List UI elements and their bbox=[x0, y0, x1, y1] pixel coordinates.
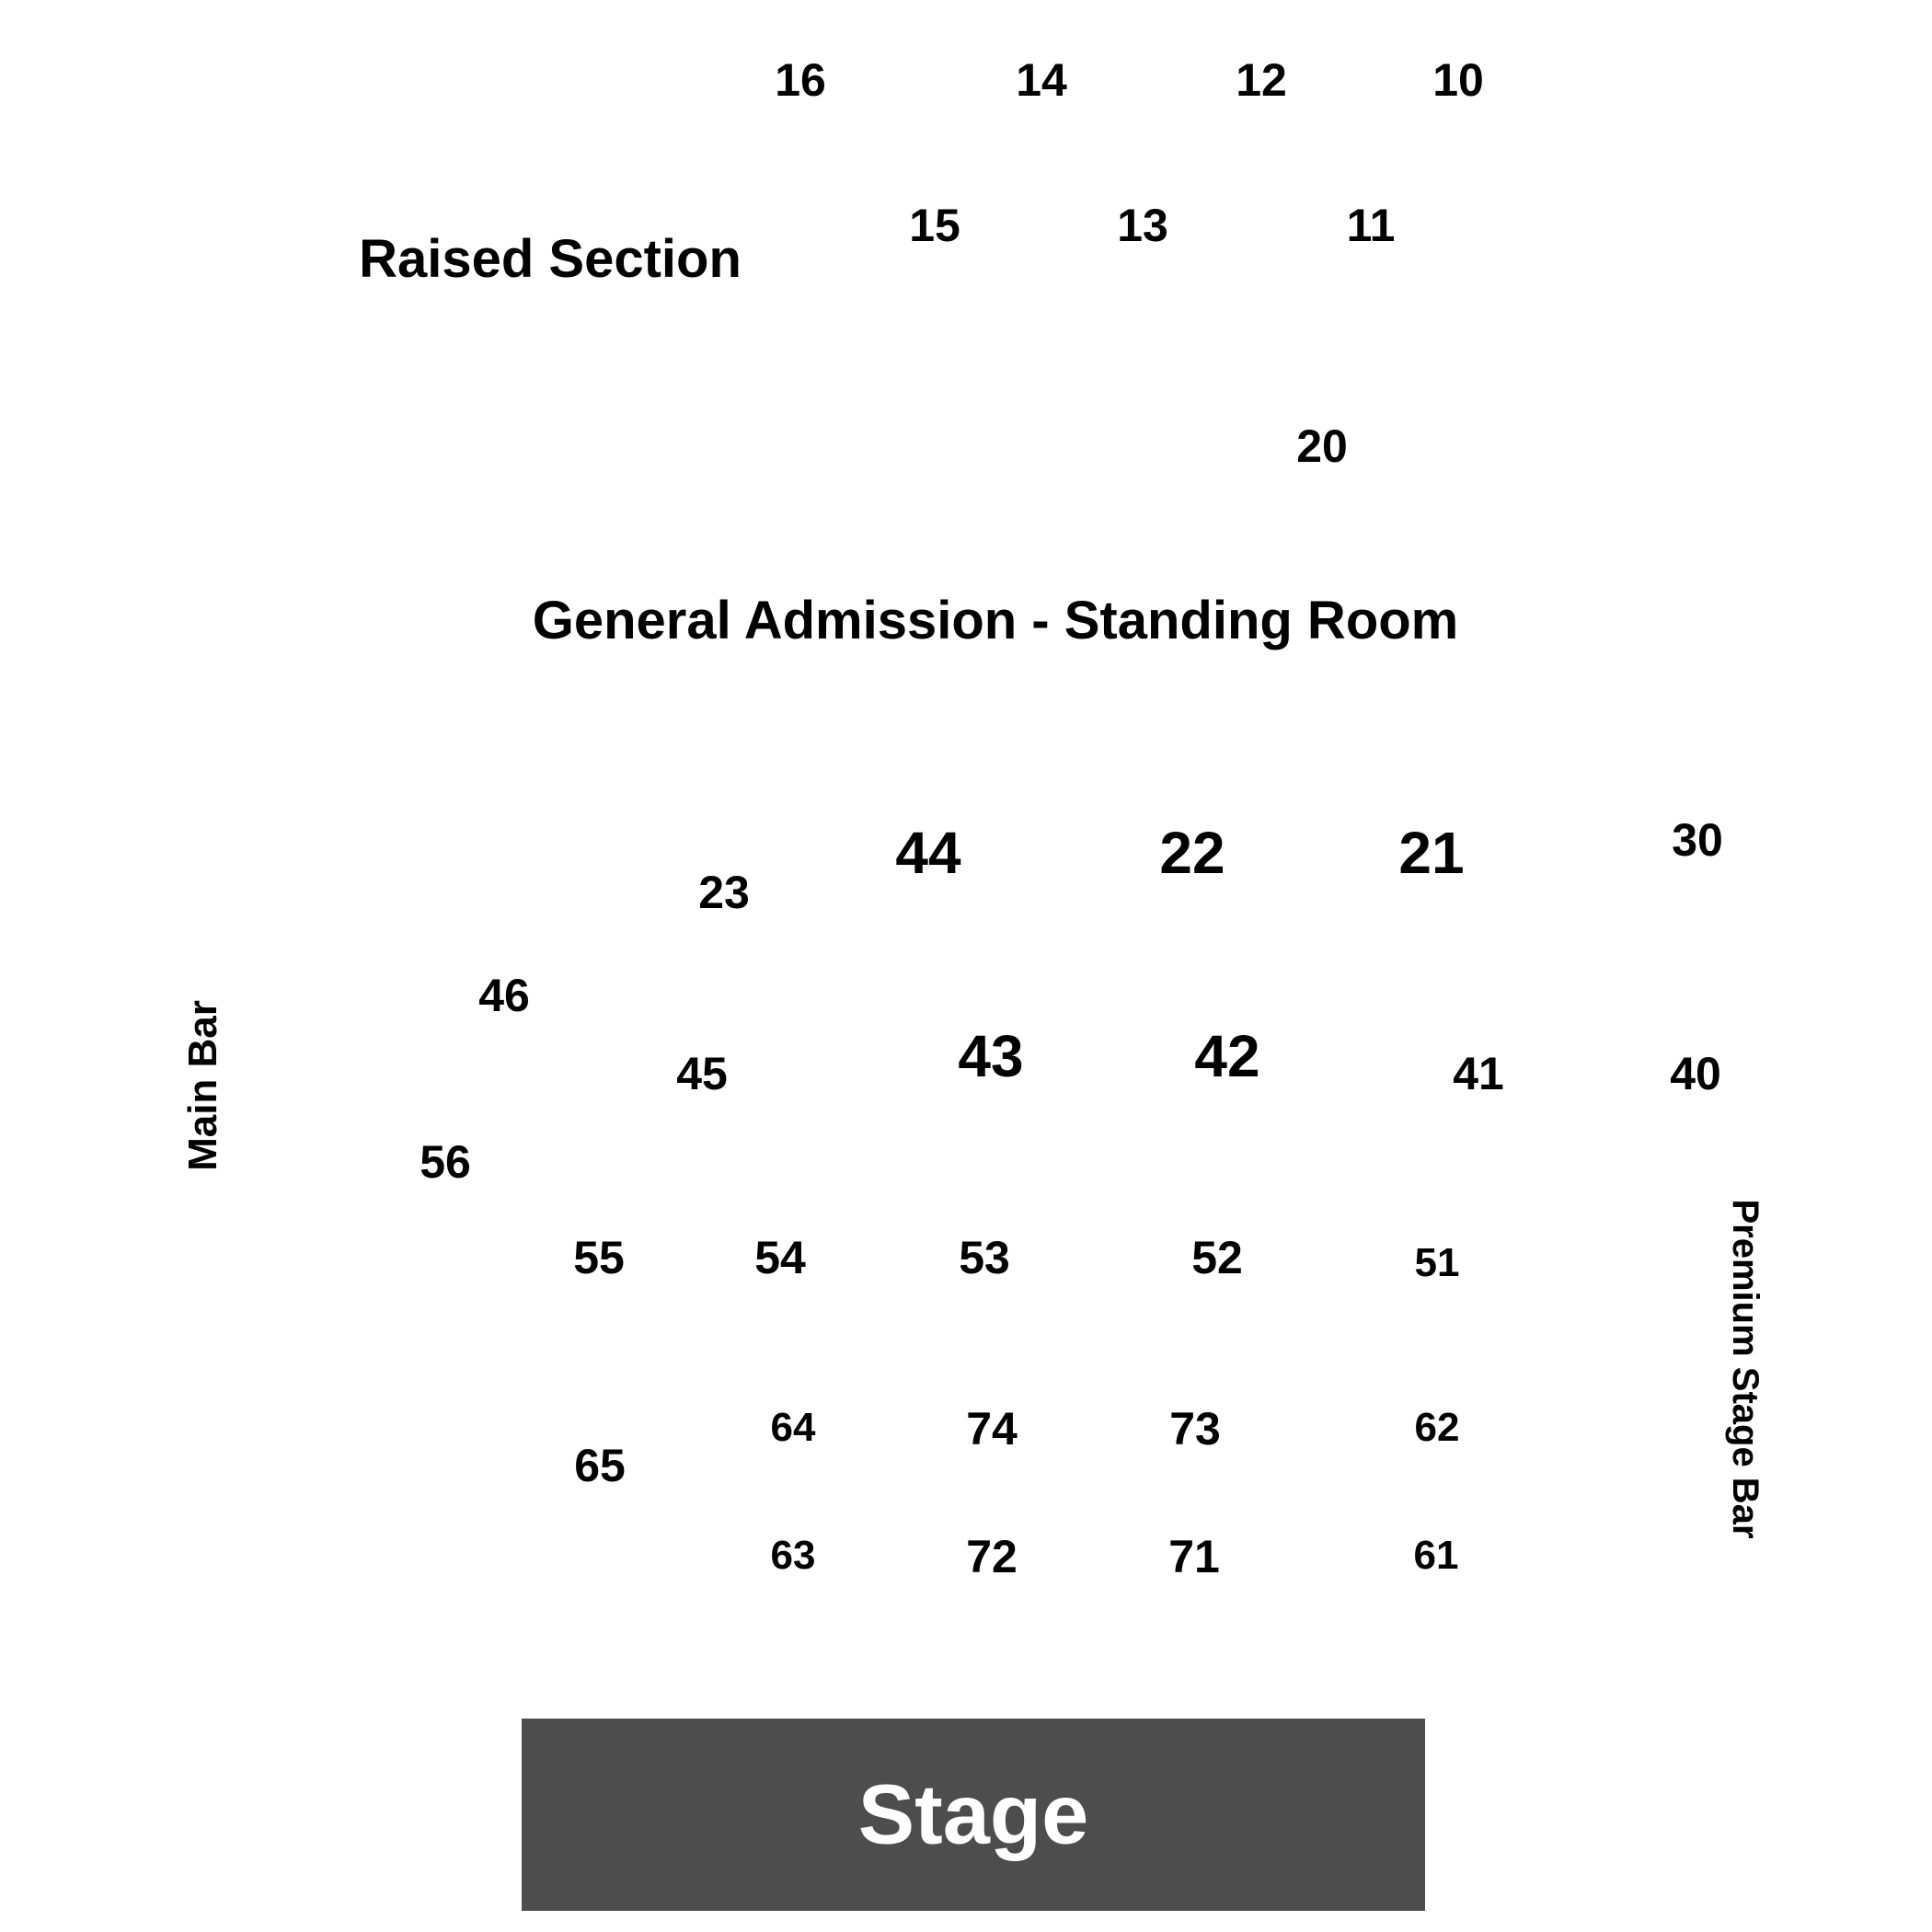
main-bar-label: Main Bar bbox=[180, 1000, 225, 1171]
raised-section-label: Raised Section bbox=[359, 229, 742, 289]
section-54[interactable]: 54 bbox=[754, 1232, 806, 1283]
section-13[interactable]: 13 bbox=[1117, 200, 1168, 251]
section-11[interactable]: 11 bbox=[1346, 200, 1396, 251]
section-42[interactable]: 42 bbox=[1194, 1023, 1260, 1089]
section-56[interactable]: 56 bbox=[420, 1136, 471, 1188]
section-64[interactable]: 64 bbox=[770, 1405, 816, 1450]
section-14[interactable]: 14 bbox=[1016, 54, 1067, 106]
section-52[interactable]: 52 bbox=[1191, 1232, 1243, 1283]
section-43[interactable]: 43 bbox=[958, 1023, 1024, 1089]
section-61[interactable]: 61 bbox=[1413, 1533, 1459, 1578]
section-53[interactable]: 53 bbox=[959, 1232, 1010, 1283]
premium-stage-bar-label: Premium Stage Bar bbox=[1725, 1199, 1765, 1539]
section-40[interactable]: 40 bbox=[1670, 1048, 1721, 1099]
section-55[interactable]: 55 bbox=[573, 1232, 625, 1283]
section-46[interactable]: 46 bbox=[478, 970, 530, 1021]
section-16[interactable]: 16 bbox=[775, 54, 826, 106]
general-admission-label: General Admission - Standing Room bbox=[532, 591, 1459, 650]
section-22[interactable]: 22 bbox=[1159, 820, 1225, 886]
section-74[interactable]: 74 bbox=[966, 1403, 1018, 1455]
section-15[interactable]: 15 bbox=[909, 200, 960, 251]
section-73[interactable]: 73 bbox=[1169, 1403, 1221, 1455]
section-65[interactable]: 65 bbox=[574, 1440, 626, 1491]
stage: Stage bbox=[522, 1719, 1425, 1911]
section-21[interactable]: 21 bbox=[1398, 820, 1465, 886]
section-20[interactable]: 20 bbox=[1296, 420, 1348, 472]
section-23[interactable]: 23 bbox=[698, 867, 750, 918]
section-30[interactable]: 30 bbox=[1672, 814, 1723, 866]
section-72[interactable]: 72 bbox=[966, 1531, 1018, 1582]
section-45[interactable]: 45 bbox=[676, 1048, 728, 1099]
section-12[interactable]: 12 bbox=[1236, 54, 1287, 106]
section-62[interactable]: 62 bbox=[1414, 1405, 1460, 1450]
section-71[interactable]: 71 bbox=[1168, 1531, 1220, 1582]
section-41[interactable]: 41 bbox=[1453, 1048, 1504, 1099]
section-63[interactable]: 63 bbox=[770, 1533, 816, 1578]
section-51[interactable]: 51 bbox=[1414, 1240, 1460, 1285]
stage-label: Stage bbox=[857, 1767, 1089, 1861]
section-10[interactable]: 10 bbox=[1432, 54, 1484, 106]
section-44[interactable]: 44 bbox=[895, 820, 961, 886]
